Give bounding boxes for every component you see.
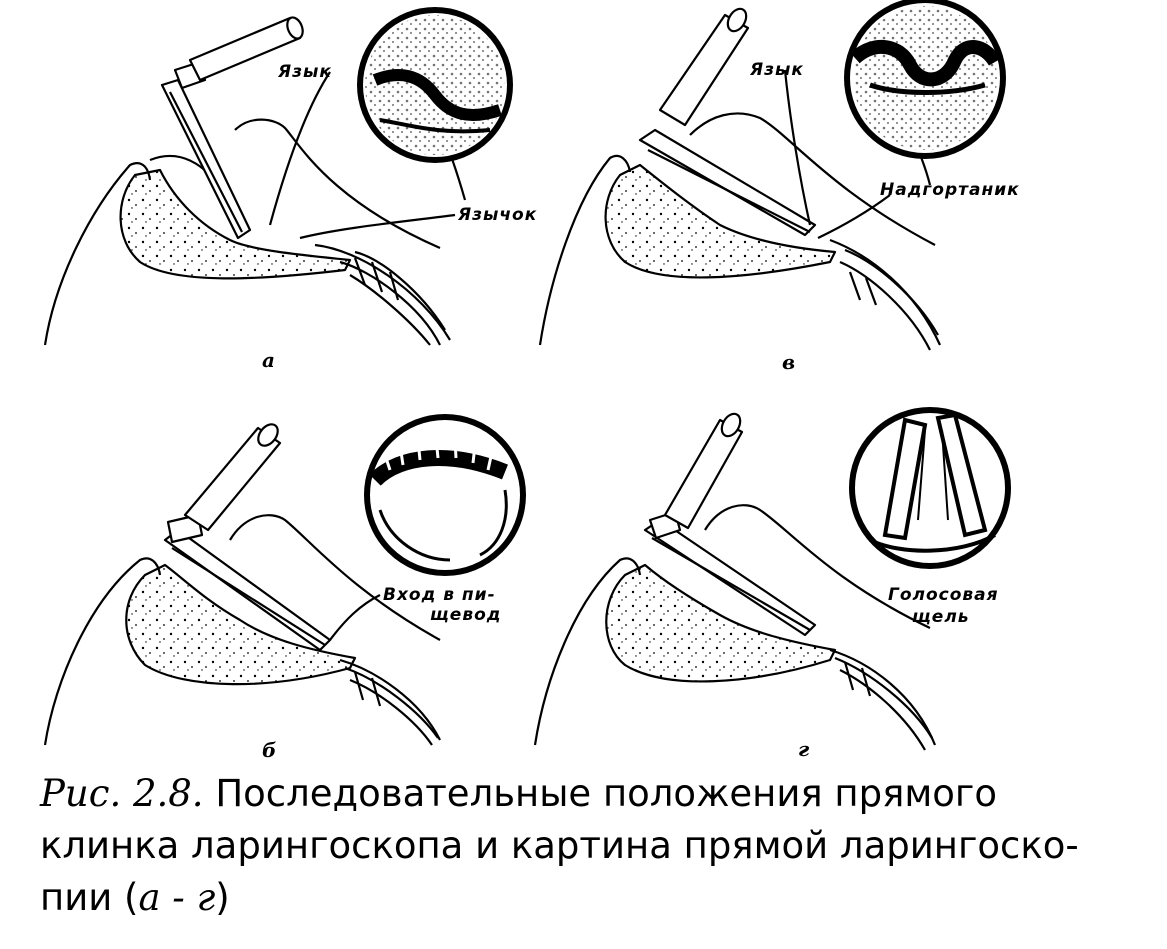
figure-caption: Рис. 2.8. Последовательные положения пря… — [40, 768, 1140, 924]
panel-v-letter: в — [782, 350, 796, 374]
panel-a-label-tongue: Язык — [278, 62, 332, 82]
panel-v-label-epiglottis: Надгортаник — [880, 180, 1020, 200]
panel-g-drawing — [533, 412, 937, 751]
panel-b-view — [364, 414, 526, 576]
panel-b-label-esophagus-1: Вход в пи- — [383, 585, 496, 605]
panel-b-label-esophagus-2: щевод — [430, 605, 502, 625]
caption-line-1-text: Последовательные положения прямого — [203, 772, 997, 815]
panel-v-label-tongue: Язык — [750, 60, 804, 80]
caption-line-3-start: пии ( — [40, 876, 139, 919]
panel-a-letter: а — [262, 348, 275, 372]
caption-line-3-italic: а - г — [138, 876, 216, 919]
figure-drawing — [43, 0, 1011, 751]
laryngoscopy-figure: Язык Язычок а Язык Надгортаник в Вход в … — [43, 0, 1020, 762]
panel-a-label-uvula: Язычок — [458, 205, 538, 225]
panel-b-letter: б — [262, 738, 277, 762]
panel-v-view — [844, 0, 1006, 159]
caption-line-2: клинка ларингоскопа и картина прямой лар… — [40, 824, 1079, 867]
panel-a-view — [357, 7, 513, 163]
panel-g-view — [849, 407, 1011, 569]
panel-g-letter: г — [798, 737, 810, 761]
panel-b-drawing — [43, 423, 441, 746]
caption-line-3-end: ) — [215, 876, 230, 919]
caption-prefix: Рис. 2.8. — [40, 772, 204, 815]
panel-g-label-glottis-2: щель — [912, 607, 970, 627]
panel-v-drawing — [538, 7, 942, 351]
caption-line-3: пии (а - г) — [40, 872, 1140, 924]
caption-line-1: Рис. 2.8. Последовательные положения пря… — [40, 768, 1140, 820]
panel-g-label-glottis-1: Голосовая — [888, 585, 999, 605]
